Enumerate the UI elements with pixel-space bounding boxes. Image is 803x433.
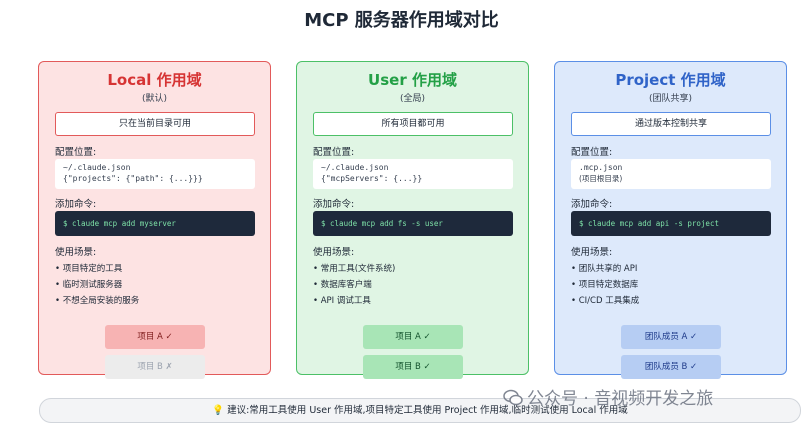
usage-label: 使用场景: — [55, 247, 97, 258]
usage-label: 使用场景: — [571, 247, 613, 258]
list-item: 团队共享的 API — [571, 261, 776, 277]
config-path: .mcp.json — [579, 163, 623, 172]
card-subtitle: (团队共享) — [648, 94, 693, 104]
command-label: 添加命令: — [571, 199, 613, 210]
list-item: CI/CD 工具集成 — [571, 293, 776, 309]
user-scope-card: User 作用域 (全局) 所有项目都可用 配置位置: ~/.claude.js… — [296, 61, 529, 379]
config-structure: {"mcpServers": {...}} — [321, 174, 423, 183]
card-subtitle: (默认) — [141, 94, 168, 104]
config-structure: (项目根目录) — [579, 174, 623, 183]
project-a-pill: 项目 A ✓ — [105, 325, 205, 349]
command-label: 添加命令: — [313, 199, 355, 210]
config-location-box: ~/.claude.json {"projects": {"path": {..… — [55, 159, 255, 189]
watermark: 公众号 · 音视频开发之旅 — [503, 384, 713, 412]
local-scope-card: Local 作用域 (默认) 只在当前目录可用 配置位置: ~/.claude.… — [38, 61, 271, 379]
config-label: 配置位置: — [571, 147, 613, 158]
project-b-pill: 项目 B ✓ — [363, 355, 463, 379]
usage-list: 项目特定的工具 临时测试服务器 不想全局安装的服务 — [55, 261, 260, 309]
list-item: 项目特定数据库 — [571, 277, 776, 293]
scope-description: 只在当前目录可用 — [55, 112, 255, 136]
project-scope-card: Project 作用域 (团队共享) 通过版本控制共享 配置位置: .mcp.j… — [554, 61, 787, 379]
card-title: User 作用域 — [368, 71, 457, 89]
config-structure: {"projects": {"path": {...}}} — [63, 174, 203, 183]
list-item: 临时测试服务器 — [55, 277, 260, 293]
config-label: 配置位置: — [55, 147, 97, 158]
card-subtitle: (全局) — [399, 94, 426, 104]
command-box: $ claude mcp add myserver — [55, 211, 255, 236]
config-path: ~/.claude.json — [63, 163, 131, 172]
scope-description: 通过版本控制共享 — [571, 112, 771, 136]
list-item: 不想全局安装的服务 — [55, 293, 260, 309]
project-b-pill: 项目 B ✗ — [105, 355, 205, 379]
config-path: ~/.claude.json — [321, 163, 389, 172]
project-a-pill: 项目 A ✓ — [363, 325, 463, 349]
card-title: Project 作用域 — [615, 71, 726, 89]
diagram-title: MCP 服务器作用域对比 — [304, 10, 499, 31]
command-box: $ claude mcp add api -s project — [571, 211, 771, 236]
team-member-b-pill: 团队成员 B ✓ — [621, 355, 721, 379]
usage-list: 团队共享的 API 项目特定数据库 CI/CD 工具集成 — [571, 261, 776, 309]
card-title: Local 作用域 — [107, 71, 202, 89]
usage-label: 使用场景: — [313, 247, 355, 258]
wechat-icon — [503, 389, 523, 412]
usage-list: 常用工具(文件系统) 数据库客户端 API 调试工具 — [313, 261, 518, 309]
list-item: 项目特定的工具 — [55, 261, 260, 277]
list-item: 常用工具(文件系统) — [313, 261, 518, 277]
recommendation-tip: 💡 建议:常用工具使用 User 作用域,项目特定工具使用 Project 作用… — [39, 398, 801, 423]
config-location-box: .mcp.json (项目根目录) — [571, 159, 771, 189]
list-item: 数据库客户端 — [313, 277, 518, 293]
command-label: 添加命令: — [55, 199, 97, 210]
config-location-box: ~/.claude.json {"mcpServers": {...}} — [313, 159, 513, 189]
list-item: API 调试工具 — [313, 293, 518, 309]
watermark-text: 公众号 · 音视频开发之旅 — [527, 389, 714, 409]
team-member-a-pill: 团队成员 A ✓ — [621, 325, 721, 349]
command-box: $ claude mcp add fs -s user — [313, 211, 513, 236]
config-label: 配置位置: — [313, 147, 355, 158]
scope-description: 所有项目都可用 — [313, 112, 513, 136]
